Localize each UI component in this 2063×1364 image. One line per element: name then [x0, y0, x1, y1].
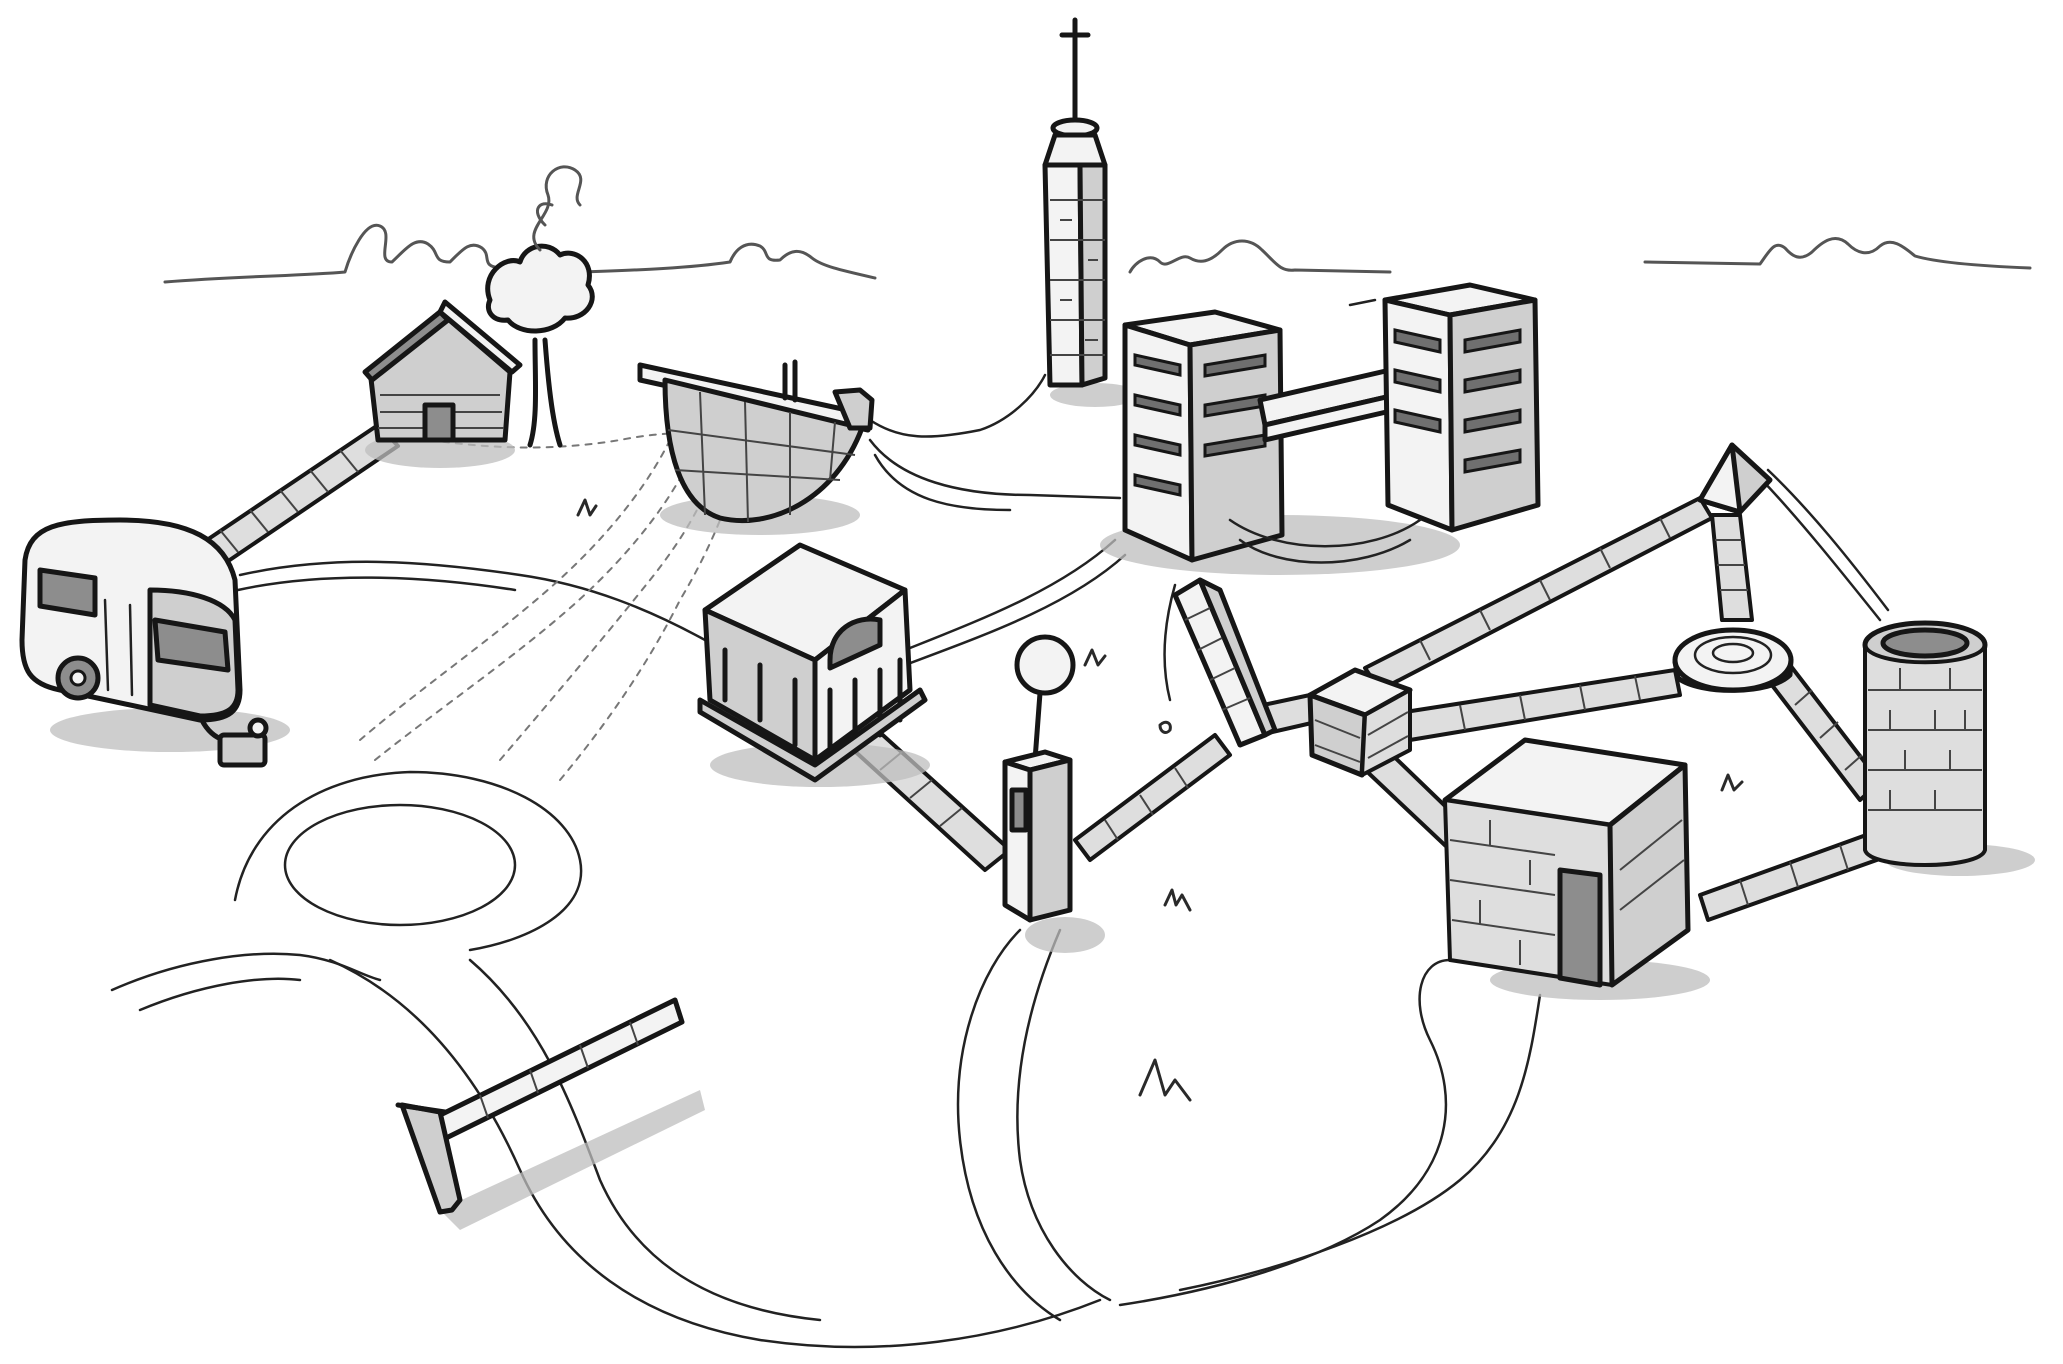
roundabout-outer: [235, 772, 581, 950]
gatehouse-doorway: [1560, 870, 1600, 985]
bank-building: [700, 545, 930, 787]
brick-cube: [1310, 670, 1410, 775]
brick-gatehouse: [1445, 740, 1710, 1000]
caravan-window: [40, 570, 95, 615]
glass-dome-building: [640, 362, 872, 535]
pyramid: [1700, 445, 1770, 512]
cabin-door: [425, 405, 453, 440]
roundabout-inner: [285, 805, 515, 925]
kiosk-screen: [1012, 790, 1026, 830]
caravan-trailer: [22, 520, 290, 765]
leaning-pillar: [1175, 580, 1275, 745]
info-sign: [1017, 637, 1073, 693]
twin-office-towers: [1100, 285, 1538, 575]
log-cabin: [365, 167, 592, 468]
tree-crown: [488, 246, 593, 331]
info-kiosk: [1005, 637, 1105, 953]
caravan-hitch: [220, 735, 265, 765]
cylinder-tower: [1865, 623, 2035, 876]
circular-plaza: [1675, 630, 1791, 690]
boom-barrier: [398, 1000, 705, 1230]
